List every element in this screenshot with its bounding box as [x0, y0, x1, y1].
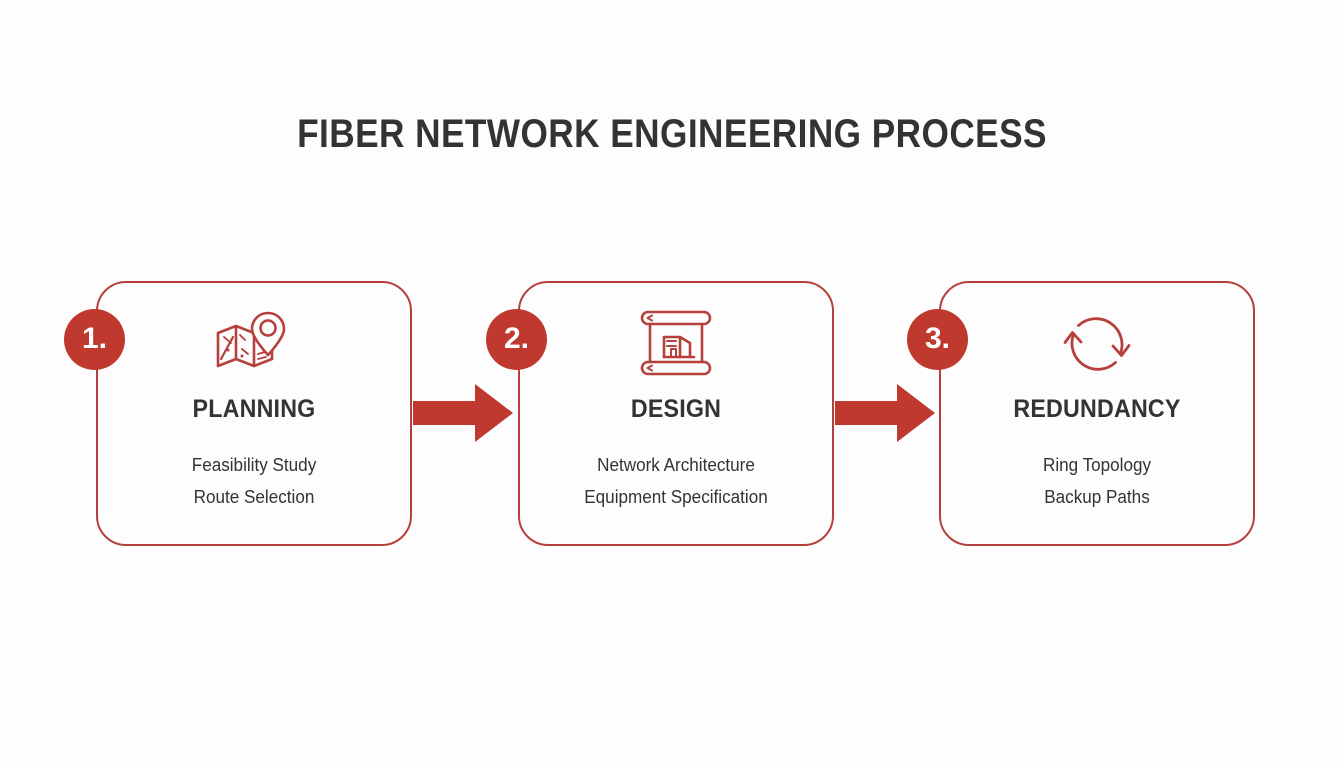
process-step-card-redundancy[interactable]: 3. REDUNDANCY Ring Topology Backup Paths	[907, 281, 1255, 546]
step-title: REDUNDANCY	[1013, 395, 1181, 423]
right-arrow-icon	[413, 382, 513, 444]
process-step-card-design[interactable]: 2.	[486, 281, 834, 546]
step-number-badge: 1.	[64, 309, 125, 370]
circular-sync-arrows-icon	[941, 305, 1253, 381]
step-number-badge: 2.	[486, 309, 547, 370]
process-flow: 1.	[0, 281, 1344, 551]
step-detail-line: Equipment Specification	[584, 487, 768, 507]
step-detail-list: Feasibility Study Route Selection	[106, 449, 402, 513]
blueprint-scroll-icon	[520, 305, 832, 381]
step-detail-line: Ring Topology	[1042, 455, 1152, 475]
step-number-badge: 3.	[907, 309, 968, 370]
process-step-card-planning[interactable]: 1.	[64, 281, 412, 546]
step-detail-line: Network Architecture	[597, 455, 755, 475]
step-detail-line: Route Selection	[193, 487, 315, 507]
page-title: FIBER NETWORK ENGINEERING PROCESS	[297, 112, 1047, 156]
step-title: DESIGN	[630, 395, 722, 423]
step-detail-list: Ring Topology Backup Paths	[949, 449, 1245, 513]
folded-map-with-location-pin-icon	[98, 305, 410, 381]
step-detail-line: Backup Paths	[1044, 487, 1150, 507]
step-detail-line: Feasibility Study	[191, 455, 317, 475]
step-title: PLANNING	[192, 395, 316, 423]
right-arrow-icon	[835, 382, 935, 444]
step-detail-list: Network Architecture Equipment Specifica…	[528, 449, 824, 513]
